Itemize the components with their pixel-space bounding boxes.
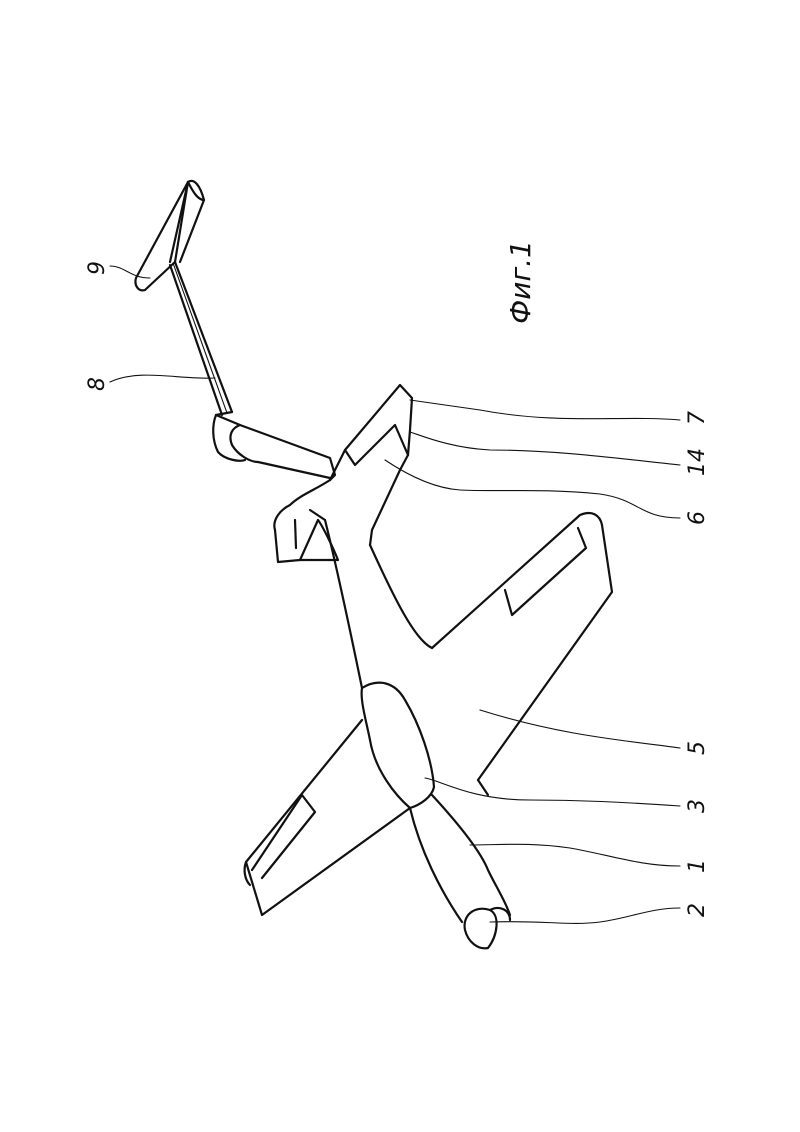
label-8: 8 [85,377,110,391]
leader-2 [489,907,681,924]
figure-caption: Фиг.1 [504,240,537,324]
label-3: 3 [685,799,710,813]
front-fuselage [408,793,512,924]
label-7: 7 [685,411,710,425]
tail-upper [229,423,340,564]
nose-cone [463,906,512,950]
main-wing-right [430,511,614,797]
leader-1 [469,843,681,867]
label-5: 5 [685,741,710,755]
tail-boom [168,260,234,417]
reference-labels: 9 8 7 14 6 5 3 1 2 [85,261,710,917]
leader-9 [109,265,151,279]
label-9: 9 [85,261,110,275]
leader-8 [109,374,216,383]
cockpit-canopy [360,681,436,810]
main-wing-left [243,718,412,917]
leader-6 [384,459,681,519]
vertical-fin [212,410,247,462]
label-2: 2 [685,903,710,917]
fuselage [308,508,434,690]
leader-14 [409,431,681,466]
aircraft-drawing [134,179,614,950]
tail-horizontal-stabilizer [328,383,414,547]
leader-5 [479,709,681,749]
leader-lines [109,265,681,924]
leader-3 [424,777,681,807]
leader-7 [409,399,681,421]
rear-fin [134,179,206,292]
label-1: 1 [685,859,710,873]
label-6: 6 [685,511,710,525]
label-14: 14 [685,448,710,476]
